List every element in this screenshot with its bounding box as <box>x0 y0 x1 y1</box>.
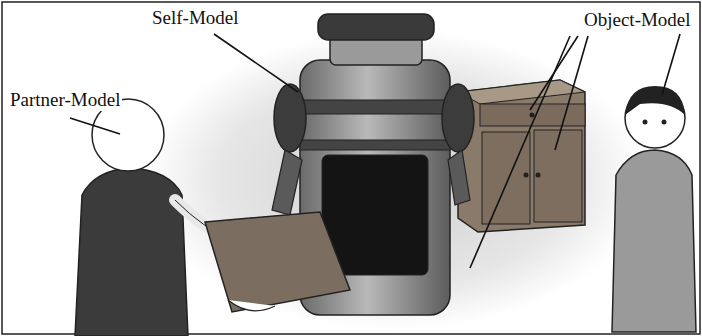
callout-label: Self-Model <box>150 8 241 29</box>
observer-person <box>612 86 696 332</box>
floor-shading <box>145 30 645 330</box>
partner-person <box>75 99 230 336</box>
callout-label: Object-Model <box>582 10 693 31</box>
hand <box>228 300 275 311</box>
board-object <box>205 212 350 312</box>
cabinet <box>458 80 585 232</box>
leader-lines <box>70 34 680 268</box>
callout-label: Partner-Model <box>8 90 122 111</box>
